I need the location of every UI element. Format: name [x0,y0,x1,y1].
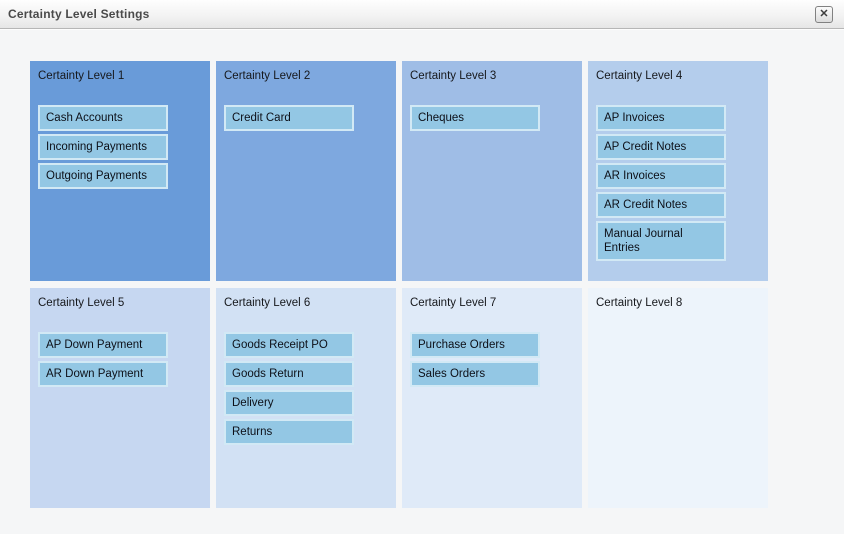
document-type-chip[interactable]: Incoming Payments [38,134,168,160]
document-type-chip[interactable]: Delivery [224,390,354,416]
panel-title: Certainty Level 3 [410,70,497,82]
panel-title: Certainty Level 6 [224,297,311,309]
document-type-chip[interactable]: Cash Accounts [38,105,168,131]
panel-title: Certainty Level 5 [38,297,125,309]
window-title: Certainty Level Settings [8,7,150,21]
document-type-chip[interactable]: Manual Journal Entries [596,221,726,261]
document-type-chip[interactable]: Purchase Orders [410,332,540,358]
document-type-chip[interactable]: Goods Return [224,361,354,387]
document-type-chip[interactable]: AR Down Payment [38,361,168,387]
close-icon[interactable]: ✕ [815,6,833,23]
document-type-chip[interactable]: Sales Orders [410,361,540,387]
panel-title: Certainty Level 1 [38,70,125,82]
panel-certainty-level-2[interactable]: Certainty Level 2 Credit Card [216,61,396,281]
panel-certainty-level-8[interactable]: Certainty Level 8 [588,288,768,508]
document-type-chip[interactable]: Goods Receipt PO [224,332,354,358]
panel-title: Certainty Level 7 [410,297,497,309]
document-type-chip[interactable]: AP Invoices [596,105,726,131]
panel-items: Cheques [410,105,573,131]
document-type-chip[interactable]: Outgoing Payments [38,163,168,189]
document-type-chip[interactable]: Cheques [410,105,540,131]
document-type-chip[interactable]: AR Invoices [596,163,726,189]
document-type-chip[interactable]: AR Credit Notes [596,192,726,218]
panel-title: Certainty Level 4 [596,70,683,82]
panel-certainty-level-5[interactable]: Certainty Level 5 AP Down Payment AR Down… [30,288,210,508]
panel-certainty-level-4[interactable]: Certainty Level 4 AP Invoices AP Credit N… [588,61,768,281]
window-titlebar: Certainty Level Settings ✕ [0,0,844,29]
panel-items: AP Down Payment AR Down Payment [38,332,201,387]
panel-title: Certainty Level 8 [596,297,683,309]
panel-items: Credit Card [224,105,387,131]
document-type-chip[interactable]: Returns [224,419,354,445]
panel-items: AP Invoices AP Credit Notes AR Invoices AR … [596,105,759,261]
panel-certainty-level-3[interactable]: Certainty Level 3 Cheques [402,61,582,281]
document-type-chip[interactable]: AP Down Payment [38,332,168,358]
panel-title: Certainty Level 2 [224,70,311,82]
document-type-chip[interactable]: Credit Card [224,105,354,131]
document-type-chip[interactable]: AP Credit Notes [596,134,726,160]
